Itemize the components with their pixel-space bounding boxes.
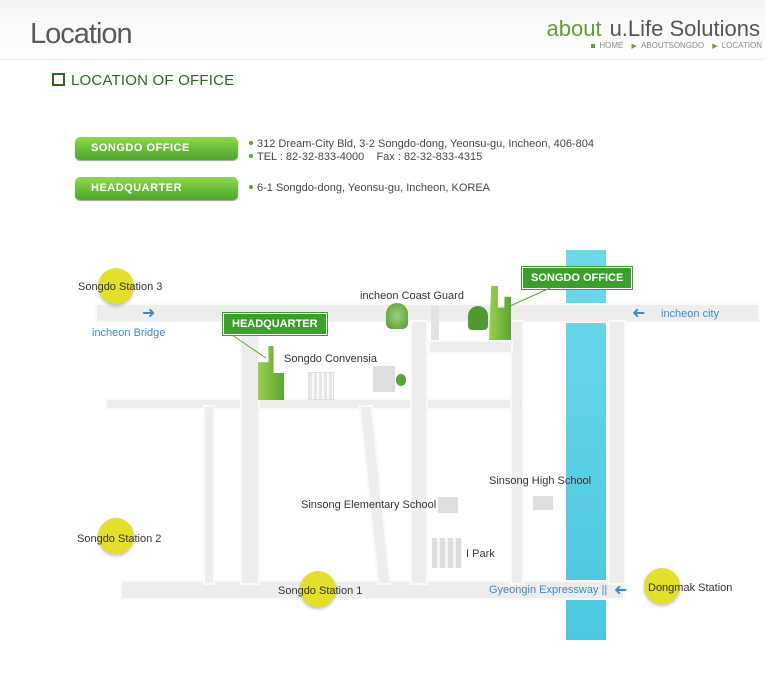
headquarter-address: 6-1 Songdo-dong, Yeonsu-gu, Incheon, KOR… bbox=[257, 182, 491, 194]
songdo-office-marker-tag: SONGDO OFFICE bbox=[522, 267, 633, 289]
road-vertical-5 bbox=[608, 320, 626, 585]
tree-icon bbox=[396, 374, 406, 386]
building-icon bbox=[431, 306, 439, 340]
building-icon bbox=[438, 497, 458, 513]
direction-incheon-bridge: incheon Bridge bbox=[92, 327, 166, 339]
tree-icon bbox=[468, 306, 488, 330]
breadcrumb: HOME ▶ABOUTSONGDO ▶LOCATION bbox=[591, 41, 762, 50]
place-sinsong-elementary: Sinsong Elementary School bbox=[301, 499, 437, 511]
road-vertical-1 bbox=[240, 320, 260, 585]
breadcrumb-bullet-icon bbox=[591, 43, 596, 48]
headquarter-marker-tag: HEADQUARTER bbox=[223, 313, 327, 335]
building-icon bbox=[308, 372, 334, 400]
place-convensia: Songdo Convensia bbox=[284, 353, 377, 365]
building-icon bbox=[373, 366, 395, 392]
station-dongmak: Dongmak Station bbox=[648, 582, 733, 594]
headquarter-label: HEADQUARTER bbox=[75, 177, 238, 200]
bullet-icon bbox=[249, 185, 253, 189]
direction-gyeongin-expressway: Gyeongin Expressway || bbox=[489, 584, 608, 596]
brand-logo: about u.Life Solutions bbox=[547, 16, 761, 42]
section-title-text: LOCATION OF OFFICE bbox=[71, 72, 235, 89]
breadcrumb-aboutsongdo[interactable]: ABOUTSONGDO bbox=[640, 41, 705, 50]
page-title: Location bbox=[30, 18, 133, 50]
songdo-office-address: 312 Dream-City Bld, 3-2 Songdo-dong, Yeo… bbox=[257, 138, 594, 150]
road-vertical-2 bbox=[203, 405, 215, 585]
station-marker-icon bbox=[644, 568, 680, 604]
brand-name: u.Life Solutions bbox=[609, 16, 760, 41]
marker-lines bbox=[231, 287, 551, 359]
station-marker-icon bbox=[300, 571, 336, 607]
building-icon bbox=[432, 538, 462, 568]
location-map: Songdo Station 3 Songdo Station 2 Songdo… bbox=[0, 240, 765, 695]
bullet-icon bbox=[249, 141, 253, 145]
songdo-office-label: SONGDO OFFICE bbox=[75, 137, 238, 160]
building-icon bbox=[533, 496, 553, 510]
breadcrumb-arrow-icon: ▶ bbox=[712, 43, 718, 50]
bullet-icon bbox=[249, 154, 253, 158]
section-bullet-icon bbox=[52, 73, 65, 86]
breadcrumb-home[interactable]: HOME bbox=[599, 41, 624, 50]
songdo-office-building-icon bbox=[489, 286, 511, 340]
section-title: LOCATION OF OFFICE bbox=[52, 72, 234, 89]
headquarter-info: 6-1 Songdo-dong, Yeonsu-gu, Incheon, KOR… bbox=[249, 182, 490, 195]
arrow-right-icon: ➜ bbox=[142, 305, 156, 322]
songdo-office-info: 312 Dream-City Bld, 3-2 Songdo-dong, Yeo… bbox=[249, 138, 594, 164]
songdo-office-phone: TEL : 82-32-833-4000 Fax : 82-32-833-431… bbox=[257, 151, 483, 163]
station-songdo-2: Songdo Station 2 bbox=[77, 533, 162, 545]
station-songdo-3: Songdo Station 3 bbox=[78, 281, 163, 293]
breadcrumb-location[interactable]: LOCATION bbox=[721, 41, 762, 50]
header-divider bbox=[0, 59, 765, 60]
brand-about: about bbox=[546, 16, 602, 41]
place-coast-guard: incheon Coast Guard bbox=[360, 290, 464, 302]
place-sinsong-high: Sinsong High School bbox=[489, 475, 592, 487]
direction-incheon-city: incheon city bbox=[661, 308, 720, 320]
tree-icon bbox=[386, 303, 408, 329]
road-vertical-4 bbox=[510, 320, 524, 585]
station-songdo-1: Songdo Station 1 bbox=[278, 585, 363, 597]
station-marker-icon bbox=[98, 518, 134, 554]
place-i-park: I Park bbox=[466, 548, 495, 560]
station-marker-icon bbox=[98, 268, 134, 304]
breadcrumb-arrow-icon: ▶ bbox=[631, 43, 637, 50]
road-vertical-3 bbox=[410, 320, 428, 585]
road-block bbox=[428, 340, 513, 354]
road-bottom bbox=[120, 580, 625, 600]
header-bar bbox=[0, 0, 765, 60]
